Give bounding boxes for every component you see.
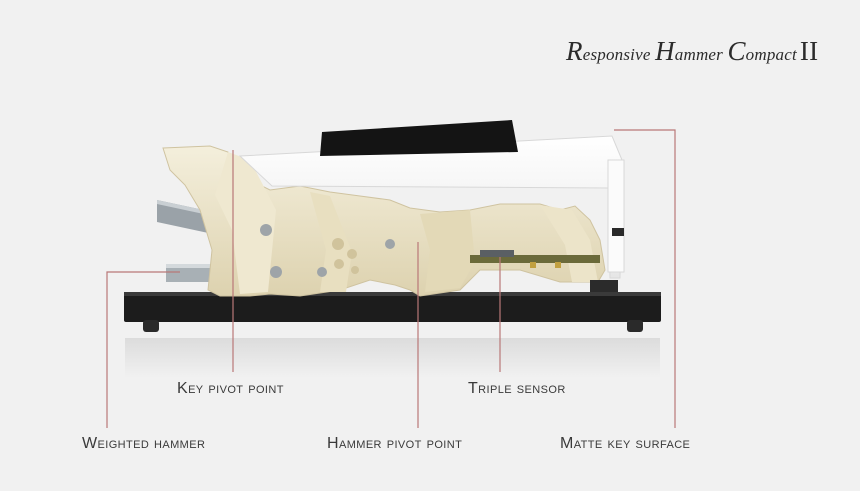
callout-matte-key-surface [614,129,676,428]
callout-lines [106,129,676,428]
label-key-pivot-point: Key pivot point [177,380,284,397]
base-reflection [125,338,660,378]
black-key [320,120,518,156]
title-word-compact: ompact [745,45,797,64]
callout-weighted-hammer [106,271,180,428]
label-matte-key-surface: Matte key surface [560,435,691,452]
screws [260,224,395,278]
title-word-responsive: esponsive [582,45,651,64]
title-roman-numeral: II [799,36,819,66]
base-plate [124,292,661,332]
title-initial-c: C [727,36,746,66]
label-triple-sensor: Triple sensor [468,380,566,397]
title-initial-h: H [655,36,675,66]
title-initial-r: R [566,36,583,66]
white-key [238,135,625,279]
triple-sensor-board [470,250,618,292]
weighted-hammer-weights [157,200,218,282]
label-hammer-pivot-point: Hammer pivot point [327,435,463,452]
title-word-hammer: ammer [674,45,723,64]
label-weighted-hammer: Weighted hammer [82,435,206,452]
